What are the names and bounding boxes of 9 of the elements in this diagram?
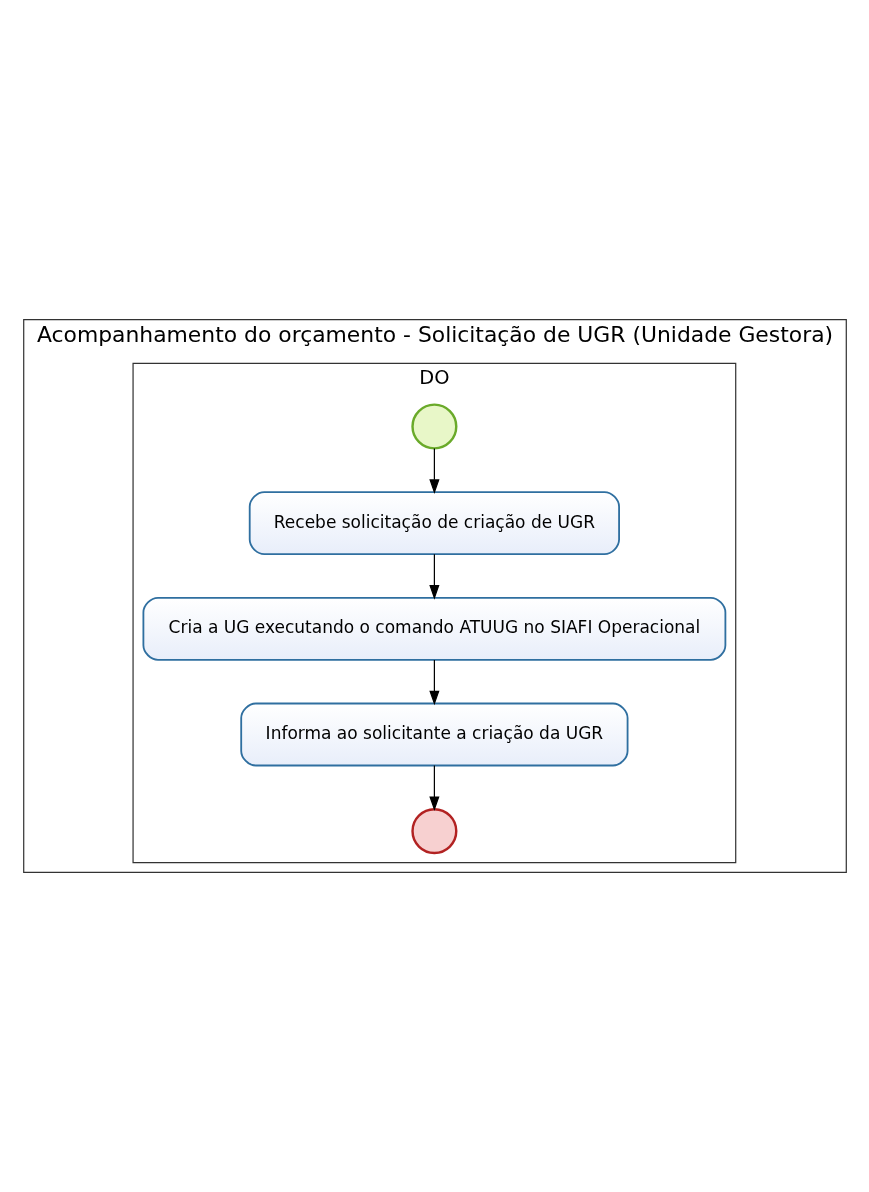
arrow	[428, 764, 439, 812]
arrow	[428, 448, 439, 494]
node-box: Cria a UG executando o comando ATUUG no SIAFI Operacional	[142, 596, 726, 661]
node-circle	[410, 403, 457, 450]
node-box: Recebe solicitação de criação de UGR	[248, 491, 620, 555]
node-circle	[410, 808, 457, 855]
node-box: Informa ao solicitante a criação da UGR	[239, 702, 628, 767]
arrow	[428, 659, 439, 706]
arrow	[428, 553, 439, 600]
